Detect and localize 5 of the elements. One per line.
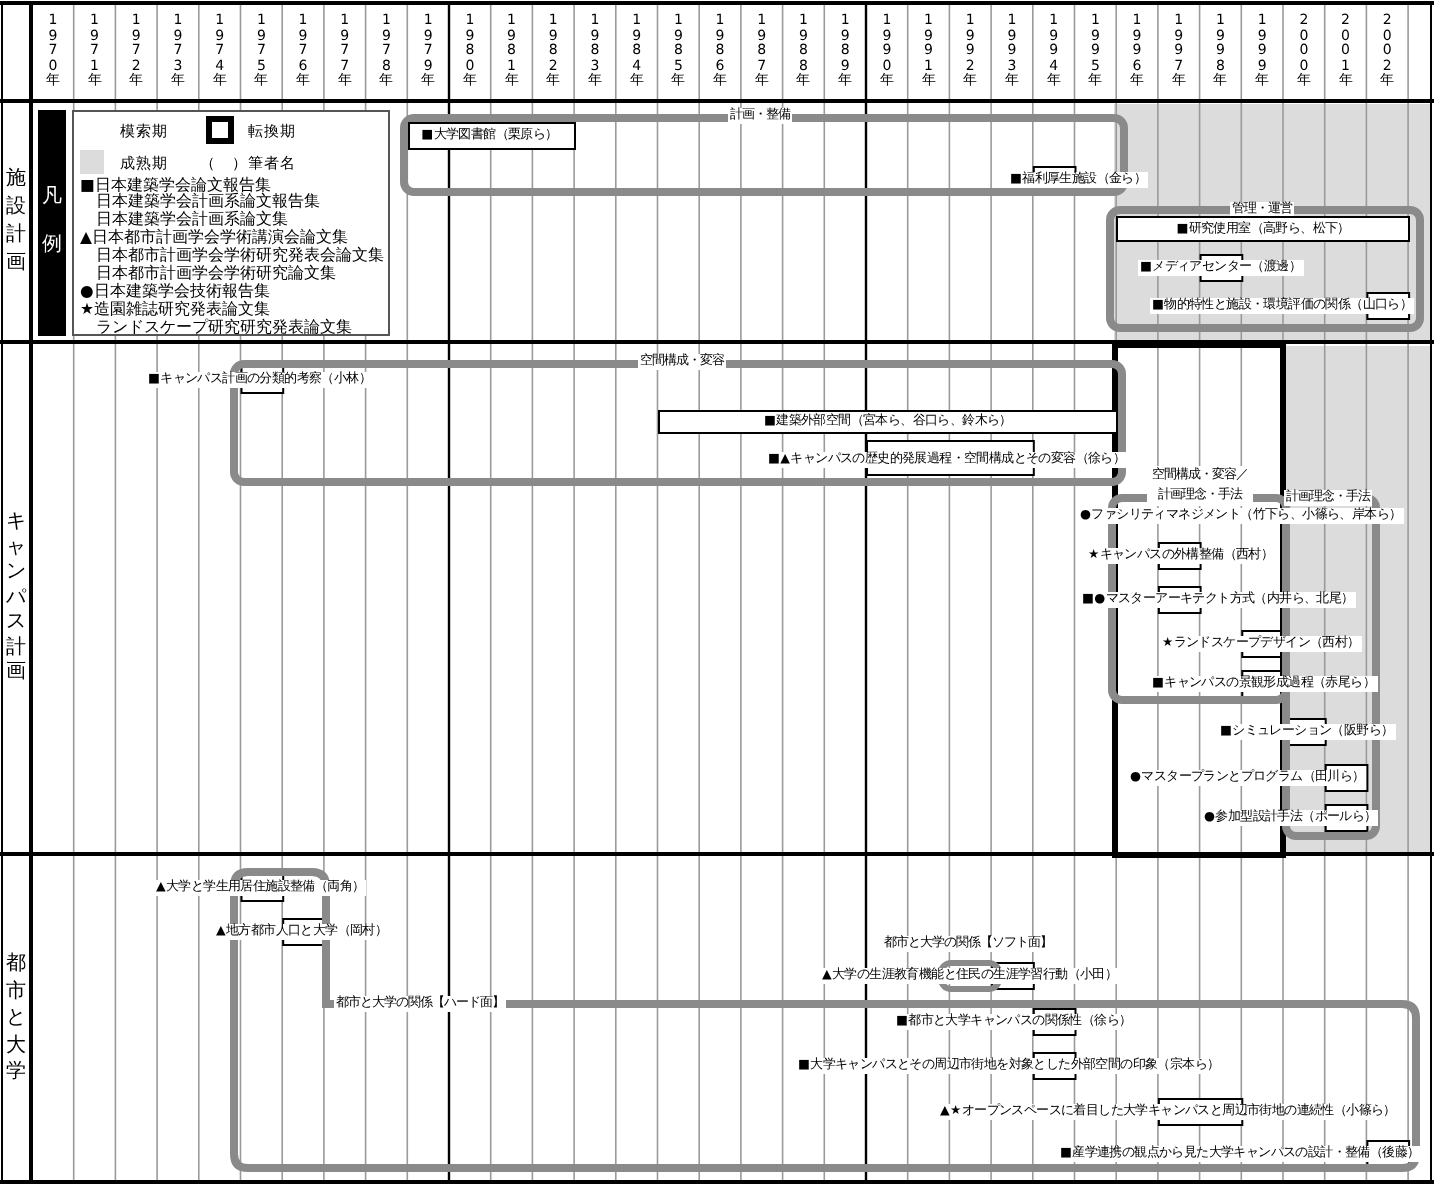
legend-heading: 凡例: [38, 110, 66, 336]
row-heading: 施設計画: [5, 165, 26, 277]
timeline-row: [0, 102, 1434, 344]
row-heading: キャンパス計画: [5, 510, 26, 686]
row-heading: 都市と大学: [5, 950, 26, 1086]
